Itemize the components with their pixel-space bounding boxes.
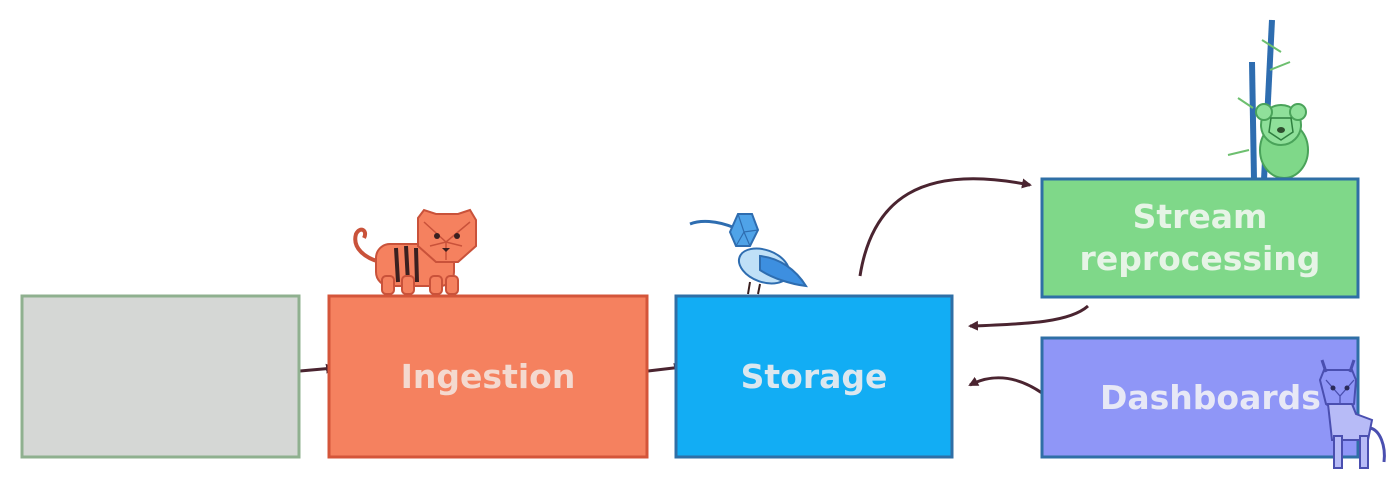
hummingbird-mascot-icon [689, 213, 808, 295]
stream-reprocessing-box-label: Stream reprocessing [1079, 197, 1321, 278]
llama-mascot-icon [1318, 359, 1386, 469]
source-box [20, 294, 301, 459]
ingestion-box-label: Ingestion [400, 356, 576, 396]
ingestion-box [327, 294, 649, 459]
dashboards-box [1040, 336, 1360, 459]
stream-reprocessing-box [1040, 177, 1360, 299]
arrow-dashboards-to-storage [968, 376, 1043, 395]
stream-reprocessing-box-label-area: Stream reprocessing [1042, 179, 1358, 297]
source-box-label-area [22, 296, 299, 457]
tiger-mascot-icon [353, 208, 477, 295]
dashboards-box-label-area: Dashboards [1042, 338, 1358, 457]
ingestion-box-label-area: Ingestion [329, 296, 647, 457]
arrow-storage-to-stream [858, 177, 1032, 277]
storage-box-label: Storage [740, 356, 888, 396]
storage-box [674, 294, 954, 459]
arrow-stream-to-storage [968, 304, 1089, 331]
storage-box-label-area: Storage [676, 296, 952, 457]
dashboards-box-label: Dashboards [1100, 377, 1321, 417]
koala-mascot-icon [1227, 19, 1309, 181]
